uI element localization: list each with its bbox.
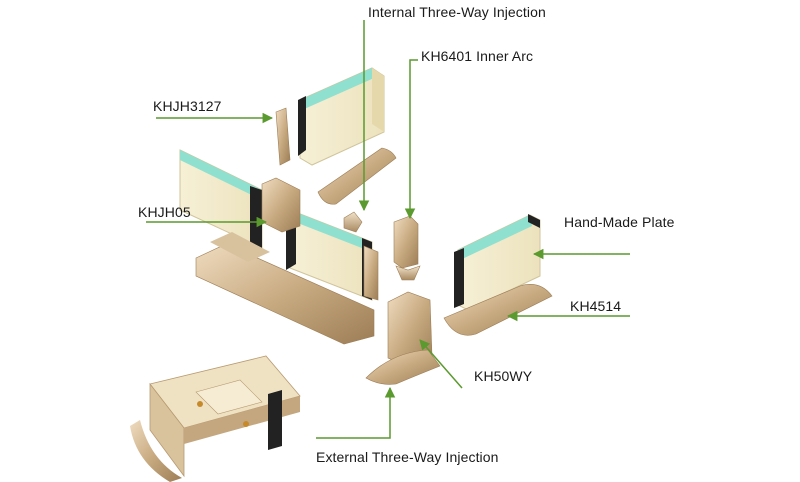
panel-left bbox=[179, 149, 263, 249]
label-hand-made-plate: Hand-Made Plate bbox=[564, 214, 675, 230]
label-external-three-way-injection: External Three-Way Injection bbox=[316, 449, 499, 465]
inner-arc-post bbox=[393, 215, 419, 269]
label-khjh3127: KHJH3127 bbox=[153, 98, 222, 114]
kh4514-channel bbox=[443, 284, 553, 336]
base-rail-left-cap bbox=[210, 232, 270, 262]
label-kh50wy: KH50WY bbox=[474, 368, 533, 384]
leader-lines bbox=[146, 20, 630, 439]
leader-external-three-way bbox=[316, 386, 396, 439]
khjh05-fitting bbox=[261, 177, 301, 233]
side-fitting bbox=[363, 245, 379, 301]
external-injection-base bbox=[365, 349, 441, 385]
panel-top bbox=[298, 67, 385, 166]
label-internal-three-way-injection: Internal Three-Way Injection bbox=[368, 4, 546, 20]
leader-kh50wy bbox=[419, 339, 463, 389]
label-kh4514: KH4514 bbox=[570, 298, 622, 314]
assembled-inset bbox=[130, 355, 301, 482]
leader-inner-arc bbox=[404, 59, 418, 220]
label-khjh05: KHJH05 bbox=[138, 204, 191, 220]
panel-right bbox=[454, 214, 541, 311]
connector-small bbox=[395, 265, 421, 281]
channel-top-middle bbox=[317, 147, 397, 205]
injection-piece-top bbox=[343, 211, 363, 233]
khjh3127-post bbox=[275, 107, 291, 166]
label-kh6401-inner-arc: KH6401 Inner Arc bbox=[421, 48, 534, 64]
